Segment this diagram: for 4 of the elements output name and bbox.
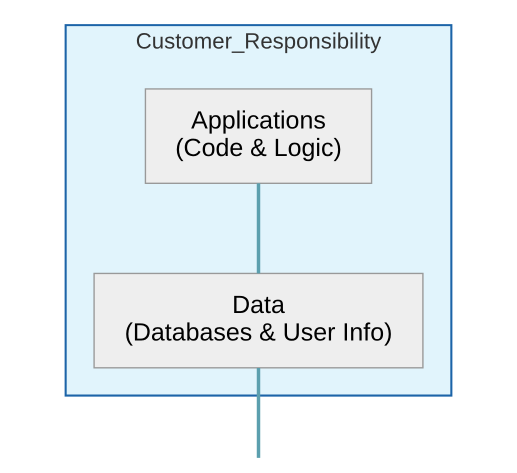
node-box: Data (Databases & User Info)	[93, 272, 424, 368]
node-box: Applications (Code & Logic)	[144, 88, 372, 184]
connector	[256, 368, 260, 458]
connector	[256, 183, 260, 274]
